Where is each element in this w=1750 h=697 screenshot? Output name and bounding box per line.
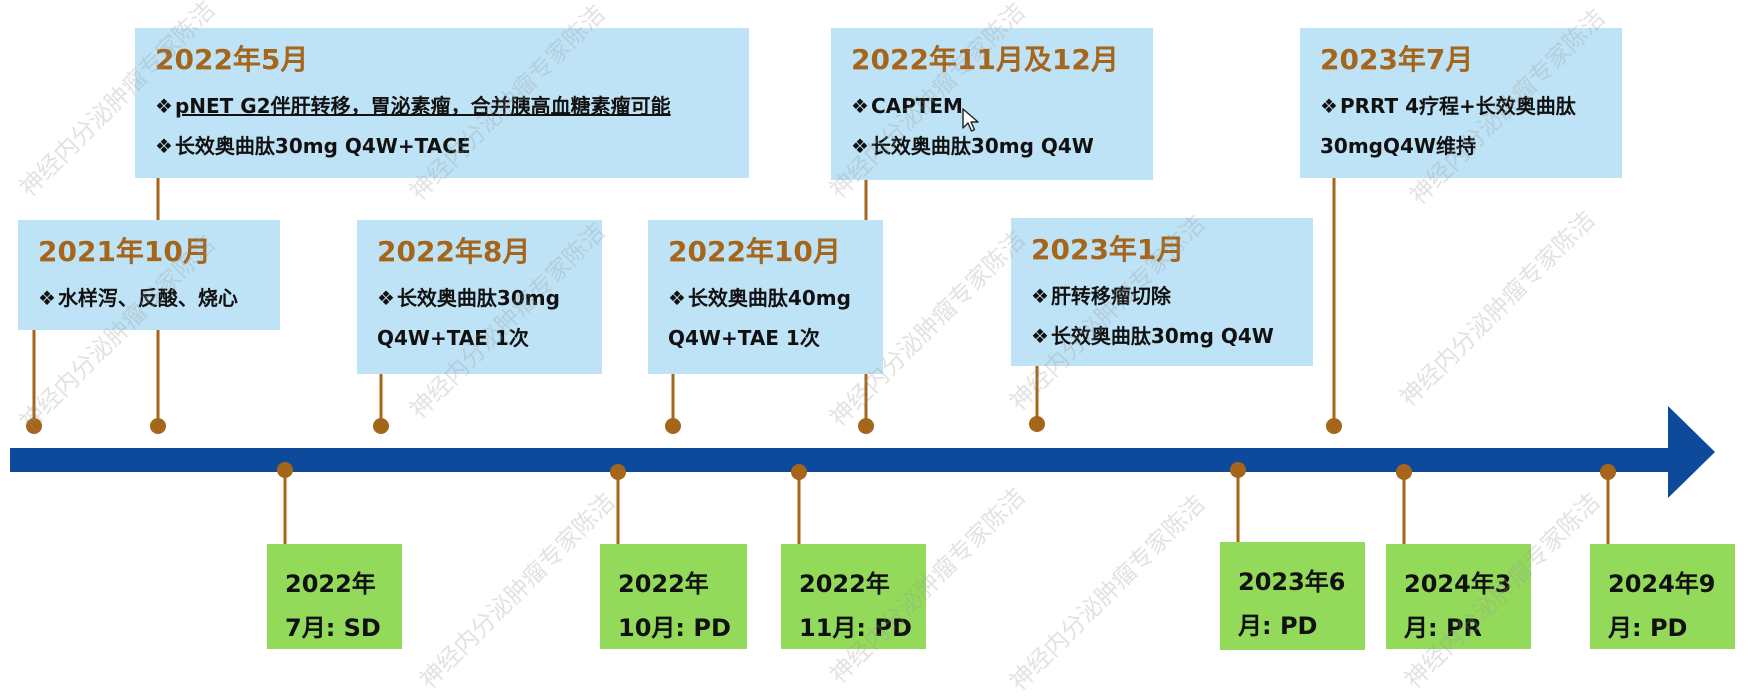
response-box-pr-2024-03: 2024年3 月: PR bbox=[1386, 544, 1531, 649]
dot-2021-10 bbox=[26, 418, 42, 434]
dot-pd-2022-10 bbox=[610, 464, 626, 480]
event-item: Q4W+TAE 1次 bbox=[377, 326, 529, 350]
response-line: 7月: SD bbox=[285, 614, 381, 642]
mouse-cursor-icon bbox=[962, 108, 979, 132]
response-line: 2023年6 bbox=[1238, 568, 1346, 596]
dot-pr-2024-03 bbox=[1396, 464, 1412, 480]
event-date: 2021年10月 bbox=[38, 235, 211, 268]
timeline-axis-arrow bbox=[10, 406, 1715, 498]
event-item: ❖长效奥曲肽30mg bbox=[377, 286, 560, 310]
event-date: 2022年11月及12月 bbox=[851, 43, 1119, 76]
event-date: 2022年10月 bbox=[668, 235, 841, 268]
response-box-pd-2022-10: 2022年 10月: PD bbox=[600, 544, 747, 649]
response-line: 2022年 bbox=[799, 570, 890, 598]
dot-pd-2022-11 bbox=[791, 464, 807, 480]
response-box-pd-2024-09: 2024年9 月: PD bbox=[1590, 544, 1735, 649]
response-line: 月: PR bbox=[1404, 614, 1483, 642]
event-item: ❖长效奥曲肽30mg Q4W+TACE bbox=[155, 134, 471, 158]
event-item: Q4W+TAE 1次 bbox=[668, 326, 820, 350]
response-line: 月: PD bbox=[1608, 614, 1688, 642]
event-item: ❖肝转移瘤切除 bbox=[1031, 284, 1171, 308]
event-date: 2022年8月 bbox=[377, 235, 531, 268]
response-line: 2024年9 bbox=[1608, 570, 1716, 598]
response-line: 月: PD bbox=[1238, 612, 1318, 640]
event-box-2023-01: 2023年1月 ❖肝转移瘤切除 ❖长效奥曲肽30mg Q4W bbox=[1011, 218, 1313, 366]
event-box-2021-10: 2021年10月 ❖水样泻、反酸、烧心 bbox=[18, 220, 280, 330]
dot-pd-2024-09 bbox=[1600, 464, 1616, 480]
dot-2022-11 bbox=[858, 418, 874, 434]
event-item: ❖长效奥曲肽30mg Q4W bbox=[1031, 324, 1274, 348]
response-line: 2022年 bbox=[618, 570, 709, 598]
event-box-2022-05: 2022年5月 ❖pNET G2伴肝转移，胃泌素瘤，合并胰高血糖素瘤可能 ❖长效… bbox=[135, 28, 749, 178]
dot-2022-10 bbox=[665, 418, 681, 434]
event-box-2022-11-12: 2022年11月及12月 ❖CAPTEM ❖长效奥曲肽30mg Q4W bbox=[831, 28, 1153, 180]
dot-2023-07 bbox=[1326, 418, 1342, 434]
event-date: 2023年7月 bbox=[1320, 43, 1474, 76]
dot-pd-2023-06 bbox=[1230, 462, 1246, 478]
event-item: ❖CAPTEM bbox=[851, 94, 963, 118]
response-line: 2024年3 bbox=[1404, 570, 1512, 598]
dot-2023-01 bbox=[1029, 416, 1045, 432]
event-box-2023-07: 2023年7月 ❖PRRT 4疗程+长效奥曲肽 30mgQ4W维持 bbox=[1300, 28, 1622, 178]
treatment-timeline: 2022年5月 ❖pNET G2伴肝转移，胃泌素瘤，合并胰高血糖素瘤可能 ❖长效… bbox=[10, 0, 1735, 696]
response-box-sd-2022-07: 2022年 7月: SD bbox=[267, 544, 402, 649]
response-line: 2022年 bbox=[285, 570, 376, 598]
event-item: ❖pNET G2伴肝转移，胃泌素瘤，合并胰高血糖素瘤可能 bbox=[155, 94, 671, 118]
dot-sd-2022-07 bbox=[277, 462, 293, 478]
event-box-2022-08: 2022年8月 ❖长效奥曲肽30mg Q4W+TAE 1次 bbox=[357, 220, 602, 374]
event-date: 2023年1月 bbox=[1031, 233, 1185, 266]
event-item: ❖水样泻、反酸、烧心 bbox=[38, 286, 238, 310]
response-line: 10月: PD bbox=[618, 614, 731, 642]
event-item: ❖PRRT 4疗程+长效奥曲肽 bbox=[1320, 94, 1576, 118]
response-box-pd-2023-06: 2023年6 月: PD bbox=[1220, 542, 1365, 650]
event-item: ❖长效奥曲肽40mg bbox=[668, 286, 851, 310]
event-item: 30mgQ4W维持 bbox=[1320, 134, 1476, 158]
response-line: 11月: PD bbox=[799, 614, 912, 642]
event-date: 2022年5月 bbox=[155, 43, 309, 76]
dot-2022-08 bbox=[373, 418, 389, 434]
dot-2022-05 bbox=[150, 418, 166, 434]
event-box-2022-10: 2022年10月 ❖长效奥曲肽40mg Q4W+TAE 1次 bbox=[648, 220, 883, 374]
response-box-pd-2022-11: 2022年 11月: PD bbox=[781, 544, 926, 649]
event-item: ❖长效奥曲肽30mg Q4W bbox=[851, 134, 1094, 158]
